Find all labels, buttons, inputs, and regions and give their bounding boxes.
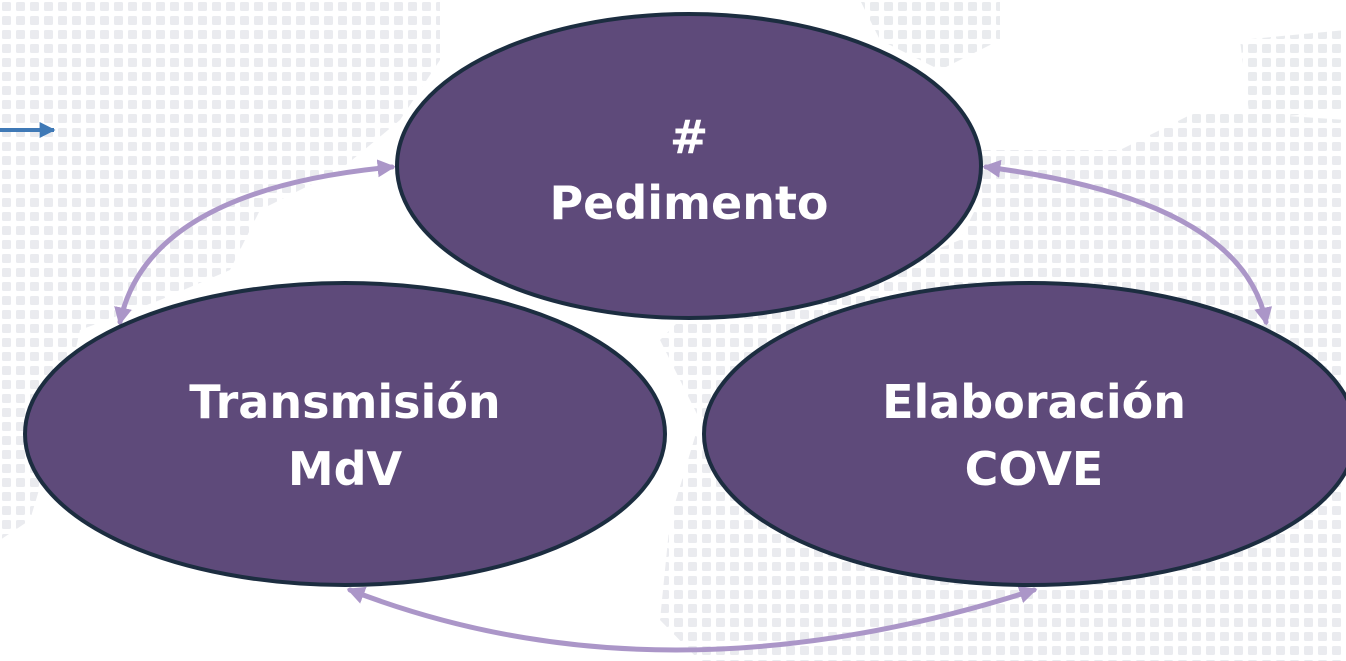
connector-pedimento-transmision [114, 159, 396, 326]
connector-pedimento-elaboracion [982, 159, 1273, 326]
node-elaboracion-label-line2: COVE [965, 442, 1104, 496]
node-transmision-label-line1: Transmisión [189, 375, 500, 429]
node-elaboracion-label-line1: Elaboración [882, 375, 1186, 429]
node-transmision-label-line2: MdV [288, 442, 403, 496]
node-pedimento-shape [395, 12, 983, 320]
node-transmision-shape [23, 281, 667, 587]
node-elaboracion-shape [702, 281, 1346, 587]
connector-transmision-elaboracion [346, 585, 1038, 653]
node-pedimento-label-line1: # [670, 110, 709, 164]
node-pedimento-label-line2: Pedimento [549, 176, 828, 230]
node-elaboracion: Elaboración COVE [702, 281, 1346, 587]
node-transmision: Transmisión MdV [23, 281, 667, 587]
node-pedimento: # Pedimento [395, 12, 983, 320]
